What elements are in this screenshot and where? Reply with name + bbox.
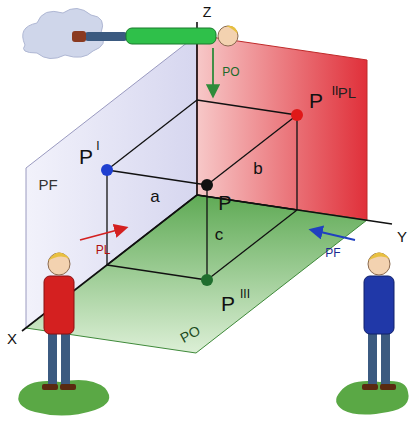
point-superscript: I (96, 140, 99, 152)
distance-label: a (150, 188, 159, 205)
point-superscript: III (240, 288, 250, 300)
point-label: P (79, 146, 93, 167)
point-space (201, 179, 213, 191)
axes (22, 22, 392, 331)
ground-right (336, 381, 408, 414)
point-label: P (309, 90, 323, 111)
axis-label: Z (203, 5, 212, 19)
projection-box (107, 100, 297, 280)
view-label: PL (96, 244, 111, 256)
observer-right (362, 252, 396, 390)
plane-label: PF (38, 177, 57, 192)
distance-label: c (215, 226, 224, 243)
axis-label: X (7, 331, 17, 346)
axis-label: Y (397, 229, 407, 244)
view-label: PO (222, 66, 239, 78)
point-horizontal (201, 274, 213, 286)
view-arrow-left (80, 228, 125, 240)
point-frontal (101, 164, 113, 176)
horizontal-plane (26, 195, 367, 353)
observer-left (42, 252, 76, 390)
view-arrow-top (212, 48, 214, 95)
point-lateral (291, 109, 303, 121)
lateral-plane (197, 35, 367, 220)
point-label: P (221, 293, 235, 314)
observer-top (72, 26, 238, 46)
plane-label: PL (338, 85, 356, 100)
distance-label: b (253, 160, 262, 177)
point-label: P (218, 193, 231, 213)
view-arrow-right (312, 230, 355, 240)
ground-left (18, 380, 109, 416)
point-superscript: II (332, 85, 339, 97)
view-label: PF (325, 247, 340, 259)
